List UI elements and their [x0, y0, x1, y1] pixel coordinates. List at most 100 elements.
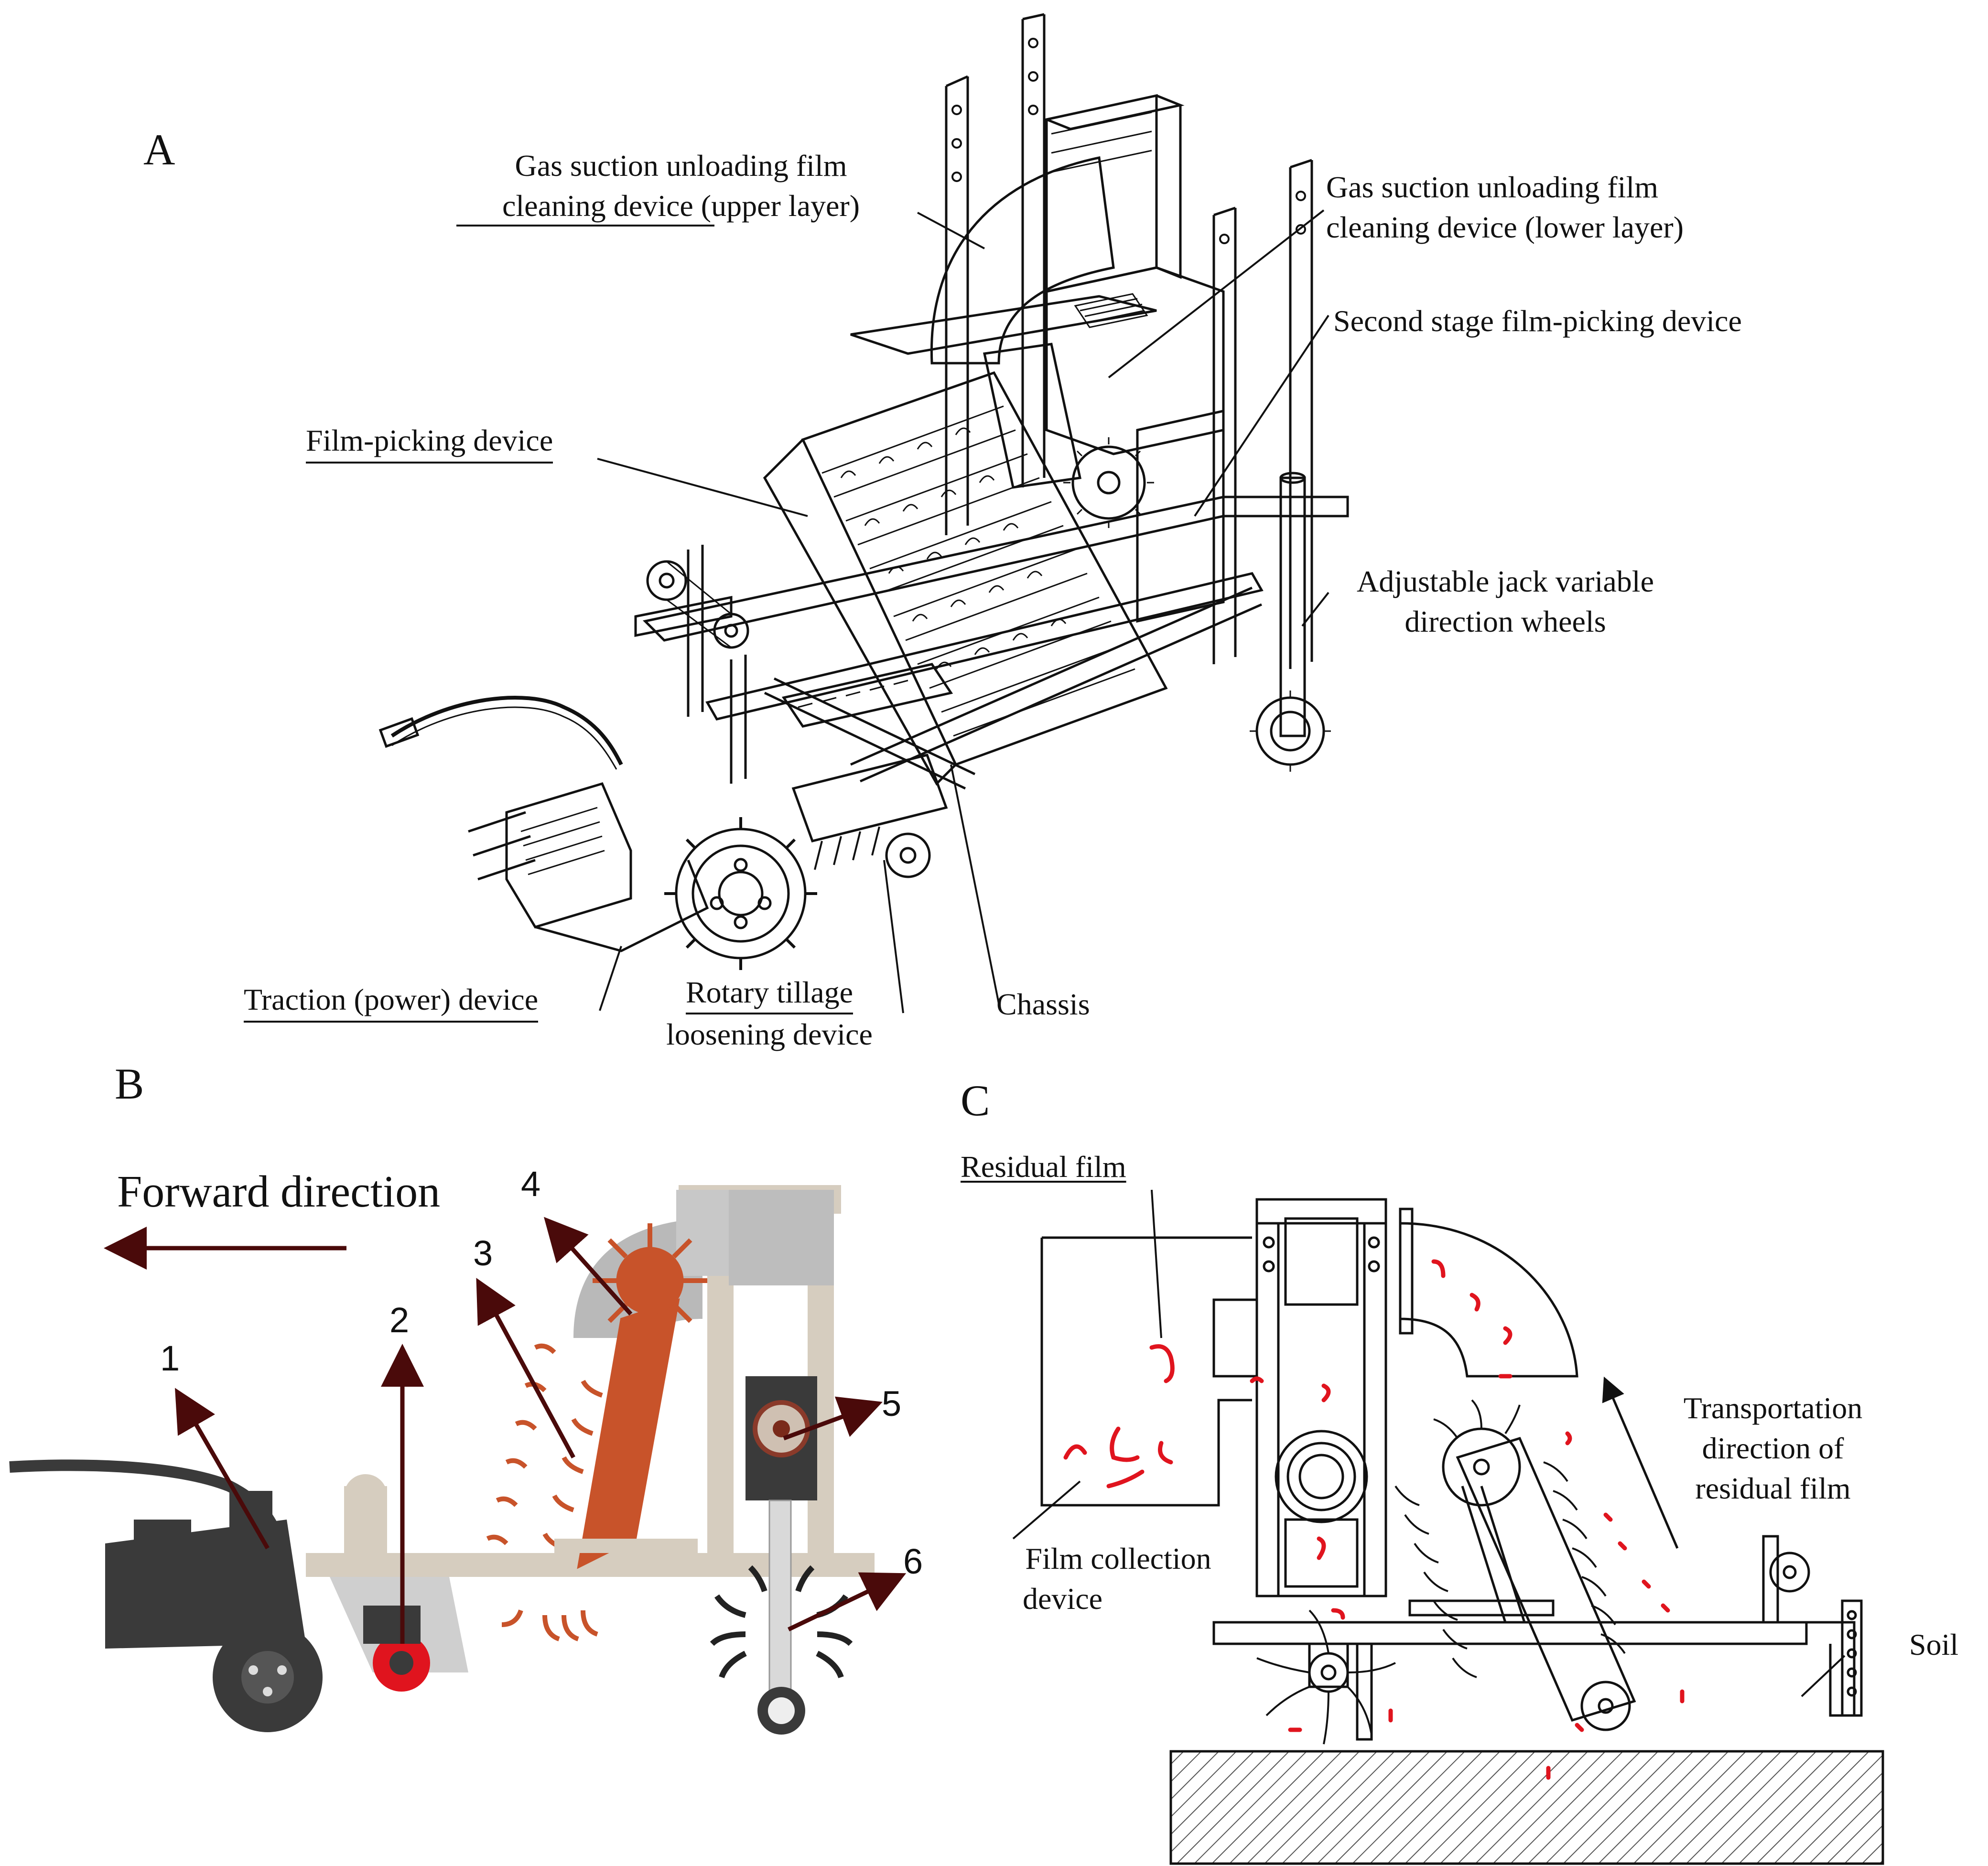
label-film-picking: Film-picking device	[306, 421, 553, 464]
c-fan	[1275, 1430, 1368, 1523]
second-stage-box	[983, 343, 1082, 489]
traction-grill	[520, 807, 605, 875]
c-picker-teeth	[1394, 1399, 1626, 1678]
lower-duct-housing	[1045, 266, 1225, 455]
label-soil: Soil	[1909, 1628, 1959, 1661]
chassis-rail-lower	[705, 572, 1264, 721]
label-residual-film: Residual film	[961, 1150, 1126, 1184]
traction-engine-block	[505, 782, 632, 928]
traction-handles	[468, 811, 536, 881]
label-rotary-line1: Rotary tillage	[685, 972, 854, 1014]
front-trough	[781, 663, 953, 728]
panel-c-machine	[1040, 1198, 1884, 1865]
panel-c-leader-lines	[1012, 1189, 1846, 1697]
chassis-crossbar	[764, 677, 976, 790]
label-transport-line3: residual film	[1695, 1471, 1851, 1505]
leader-traction	[599, 946, 622, 1011]
panel-a-leader-lines	[597, 209, 1329, 1014]
upper-duct	[930, 156, 1115, 365]
panel-b-pointer-arrows	[174, 1217, 907, 1644]
c-transport-arrow	[1602, 1376, 1679, 1549]
leader-second-stage	[1194, 314, 1329, 517]
c-duct	[1399, 1222, 1578, 1378]
label-suction-lower-line2: cleaning device (lower layer)	[1326, 210, 1684, 244]
picker-teeth-hooks	[840, 427, 1067, 669]
upright-slots	[951, 38, 1306, 244]
label-number-6: 6	[903, 1542, 923, 1581]
arrow-1	[174, 1388, 270, 1550]
label-number-1: 1	[160, 1338, 180, 1378]
label-suction-upper: Gas suction unloading film cleaning devi…	[456, 146, 906, 226]
c-tower-outer	[1255, 1198, 1387, 1597]
right-side-plate	[1136, 409, 1225, 623]
panel-letter-c: C	[961, 1076, 990, 1125]
picker-conveyor-frame2	[763, 439, 957, 786]
pulley-2	[646, 560, 687, 601]
pulley-1	[713, 613, 749, 649]
leader-upper-suction	[917, 212, 985, 249]
rotary-tillage-box	[791, 754, 948, 842]
label-jack-wheels-line2: direction wheels	[1405, 604, 1606, 638]
leader-lower-suction	[1108, 209, 1325, 378]
jack-wheel	[1255, 696, 1325, 766]
collection-inner-box	[1212, 1298, 1258, 1378]
arrow-6	[788, 1572, 907, 1632]
chassis-long-beam	[850, 586, 1263, 783]
hose-inner	[391, 706, 617, 770]
label-chassis: Chassis	[996, 987, 1090, 1021]
label-film-collection-line2: device	[1023, 1582, 1102, 1616]
rotary-tillage-gear	[885, 832, 931, 878]
label-number-2: 2	[389, 1300, 410, 1340]
arrow-3	[476, 1278, 575, 1459]
arrow-4	[543, 1217, 633, 1316]
label-second-stage: Second stage film-picking device	[1333, 304, 1742, 338]
upright-right	[1289, 160, 1313, 669]
jack-column	[1279, 476, 1306, 737]
label-transport-line2: direction of	[1702, 1431, 1844, 1465]
arrow-5	[783, 1396, 883, 1441]
label-number-4: 4	[521, 1164, 541, 1204]
chassis-main	[642, 496, 1349, 642]
label-rotary-line2: loosening device	[666, 1017, 873, 1051]
label-suction-upper-line1: Gas suction unloading film	[515, 149, 847, 183]
label-film-collection-line1: Film collection	[1025, 1542, 1211, 1575]
upright-caps	[945, 13, 1312, 216]
panel-a-machine-drawing	[378, 13, 1349, 970]
lower-fan-grill	[1074, 293, 1148, 328]
label-suction-lower-line1: Gas suction unloading film	[1326, 170, 1659, 204]
soil-block	[1169, 1750, 1884, 1865]
drive-wheel-outer	[675, 828, 807, 960]
upright-mid	[1021, 14, 1046, 487]
leader-collection	[1012, 1480, 1081, 1540]
drive-wheel-spikes	[664, 817, 817, 970]
hose	[390, 696, 623, 766]
chassis-rail-front	[634, 595, 733, 637]
fan-housing-lines	[1051, 111, 1152, 173]
sprocket-gear	[1071, 445, 1146, 520]
c-rear-gear	[1769, 1552, 1810, 1593]
label-rotary: Rotary tillage loosening device	[626, 972, 913, 1055]
label-transport-line1: Transportation	[1683, 1391, 1863, 1425]
b-jack-column	[768, 1499, 792, 1702]
panel-b-machine	[9, 1185, 875, 1735]
traction-frame	[535, 860, 709, 952]
mid-upright-posts	[687, 545, 747, 784]
upper-duct-flange	[850, 295, 1157, 355]
hose-end	[378, 717, 420, 748]
panel-letter-a: A	[143, 125, 175, 174]
leader-jack	[1301, 592, 1329, 627]
leader-rotary	[883, 860, 904, 1014]
upright-left	[945, 76, 969, 535]
rotary-tines	[814, 826, 880, 870]
label-transport: Transportation direction of residual fil…	[1653, 1388, 1892, 1509]
c-picker-chain	[1456, 1436, 1636, 1722]
c-picker-bottom-gear	[1580, 1681, 1631, 1731]
label-jack-wheels: Adjustable jack variable direction wheel…	[1324, 561, 1687, 642]
leader-soil	[1801, 1655, 1846, 1697]
leader-film-picking	[597, 458, 808, 517]
label-suction-upper-line2: cleaning device (upper layer)	[502, 189, 860, 223]
c-chassis-bar	[1212, 1621, 1808, 1645]
film-collection-outline	[1040, 1236, 1252, 1507]
label-jack-wheels-line1: Adjustable jack variable	[1357, 564, 1654, 598]
c-front-post	[1356, 1642, 1373, 1741]
